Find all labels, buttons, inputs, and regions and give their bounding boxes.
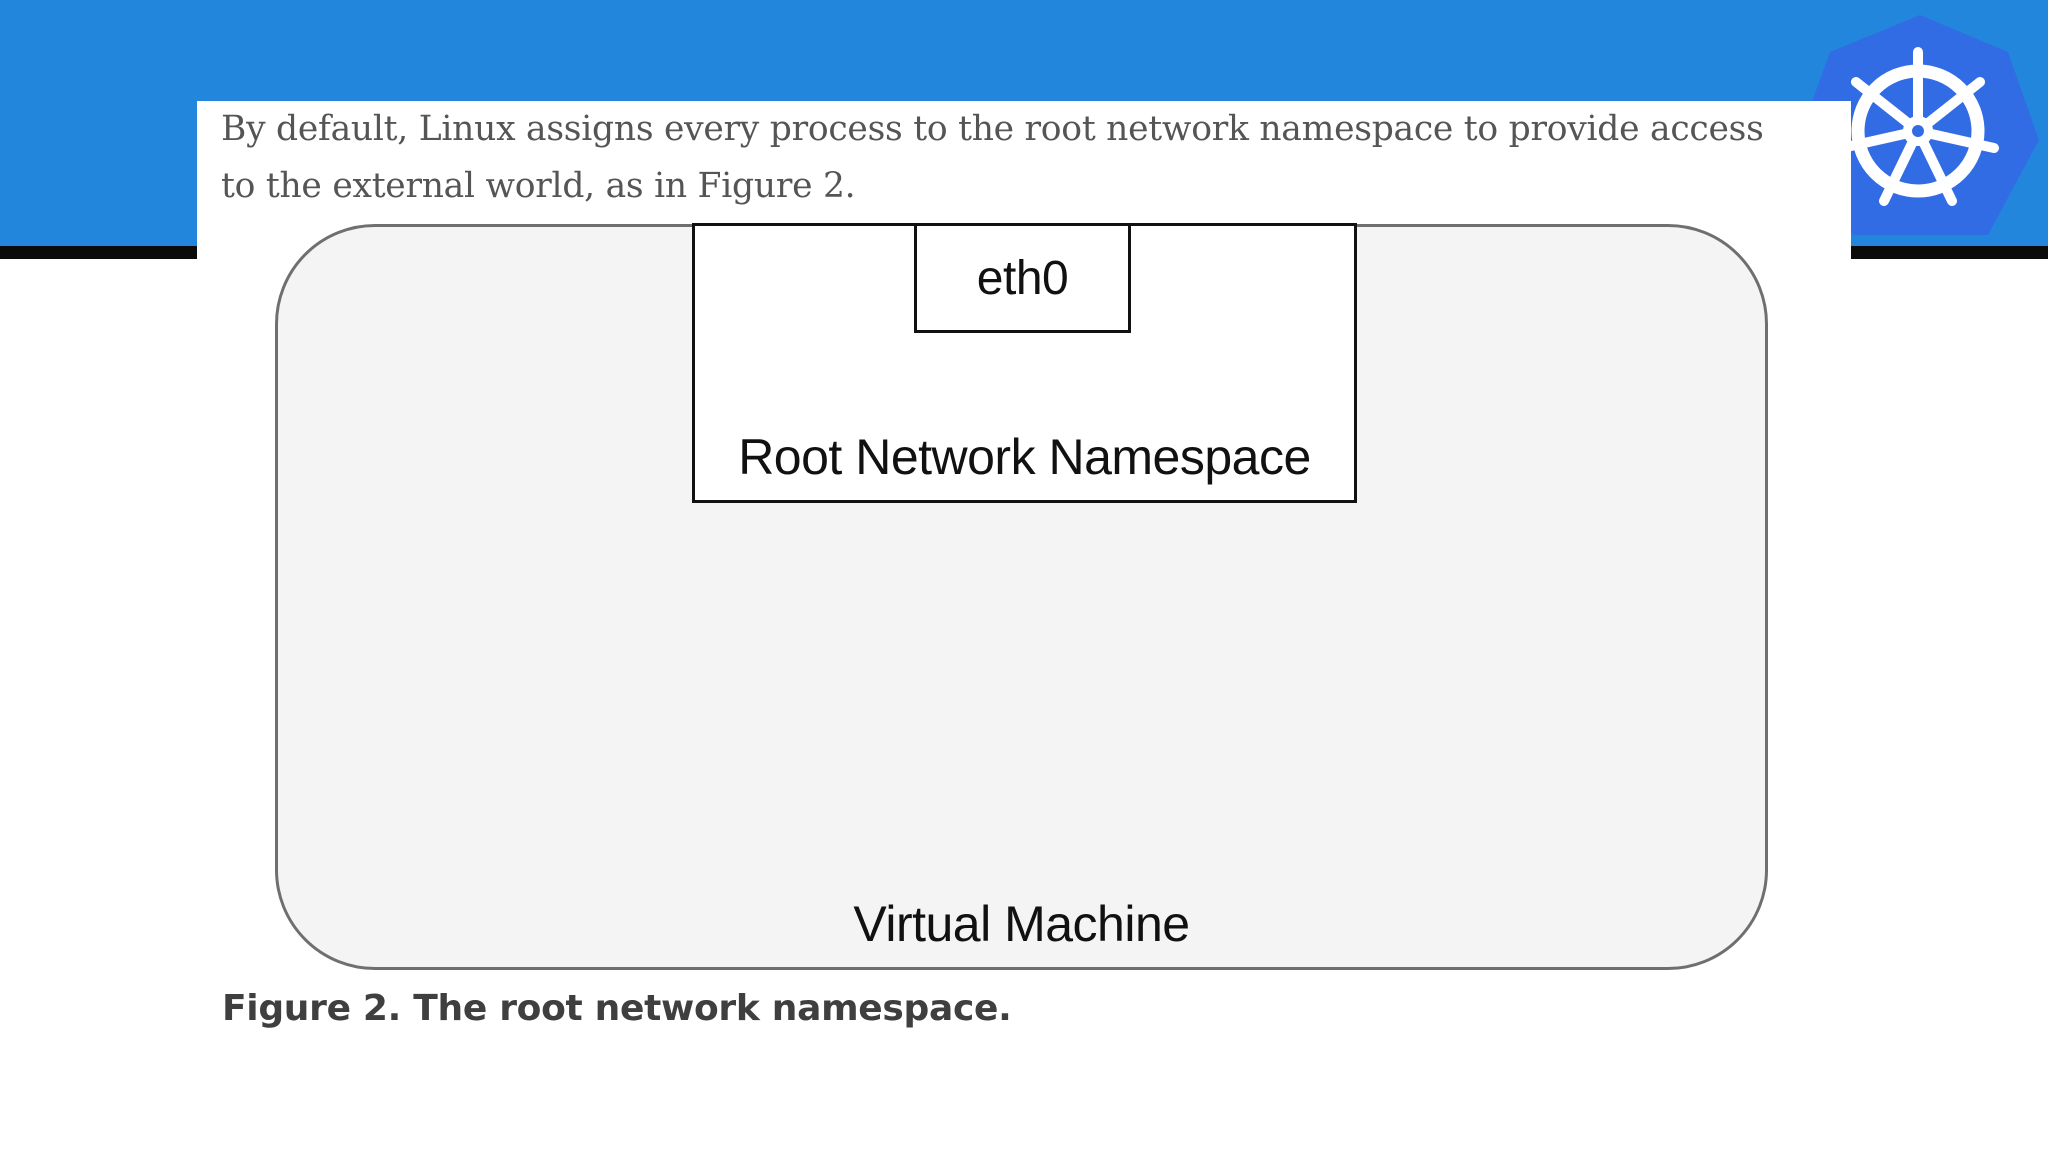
root-namespace-box: Root Network Namespace <box>692 223 1357 503</box>
intro-line-2: to the external world, as in Figure 2. <box>221 166 856 206</box>
kubernetes-logo-icon <box>1798 10 2048 250</box>
figure-caption: Figure 2. The root network namespace. <box>222 988 1012 1029</box>
eth0-label: eth0 <box>976 251 1069 305</box>
helm-hub-center <box>1912 125 1924 137</box>
kubernetes-logo-svg <box>1798 15 2039 235</box>
root-namespace-label: Root Network Namespace <box>738 429 1311 485</box>
intro-line-1: By default, Linux assigns every process … <box>221 109 1764 149</box>
eth0-interface-box: eth0 <box>914 223 1131 333</box>
intro-paragraph: By default, Linux assigns every process … <box>221 101 1861 215</box>
virtual-machine-label: Virtual Machine <box>853 896 1190 952</box>
